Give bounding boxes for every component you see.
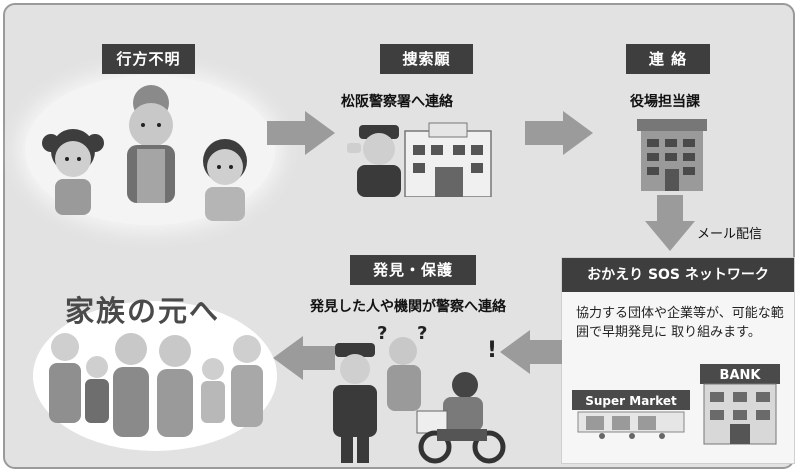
- found-scene-illustration: ? ? !: [333, 323, 506, 464]
- police-station-illustration: [347, 122, 492, 197]
- found-caption: 発見した人や機関が警察へ連絡: [310, 299, 506, 315]
- daughter: [201, 358, 225, 423]
- arrow-right-1: [267, 111, 335, 155]
- bank-sign: BANK: [720, 368, 762, 383]
- son: [85, 356, 109, 423]
- sos-network-box: おかえり SOS ネットワーク 協力する団体や企業等が、可能な範囲で早期発見に …: [561, 257, 795, 464]
- delivery-scooter: !: [416, 338, 506, 464]
- supermarket-illustration: Super Market: [572, 390, 690, 439]
- grandfather: [113, 333, 149, 437]
- svg-text:?: ?: [377, 323, 387, 344]
- sos-label: おかえり SOS ネットワーク: [562, 258, 794, 292]
- worried-grandmother: [127, 85, 175, 203]
- svg-text:?: ?: [417, 323, 427, 344]
- arrow-left-2: [273, 336, 335, 380]
- confused-elder: ? ?: [377, 323, 427, 411]
- grandmother: [157, 335, 193, 437]
- diagram-frame: 行方不明 捜索願 松阪警察署へ連絡: [3, 3, 795, 469]
- search-caption: 松阪警察署へ連絡: [341, 94, 453, 110]
- father: [49, 333, 81, 423]
- sos-description: 協力する団体や企業等が、可能な範囲で早期発見に 取り組みます。: [576, 306, 784, 340]
- mother: [231, 335, 263, 427]
- mail-caption: メール配信: [697, 227, 763, 242]
- svg-text:!: !: [487, 338, 497, 363]
- officer-salute: [333, 343, 377, 463]
- police-officer: [347, 125, 401, 197]
- search-label: 捜索願: [380, 44, 473, 74]
- worried-boy: [203, 139, 247, 221]
- arrow-down: [645, 195, 695, 251]
- station-building: [404, 122, 492, 197]
- family-illustration: [49, 333, 263, 437]
- arrow-left-1: [500, 330, 562, 374]
- town-office-illustration: [637, 119, 707, 191]
- worried-girl: [42, 129, 104, 215]
- missing-label: 行方不明: [102, 44, 195, 74]
- contact-label: 連 絡: [626, 44, 710, 74]
- missing-people-illustration: [42, 85, 247, 221]
- family-caption: 家族の元へ: [65, 294, 221, 328]
- contact-caption: 役場担当課: [630, 94, 700, 110]
- found-label: 発見・保護: [350, 255, 476, 285]
- bank-illustration: BANK: [700, 364, 780, 445]
- arrow-right-2: [525, 111, 593, 155]
- supermarket-sign: Super Market: [585, 394, 677, 408]
